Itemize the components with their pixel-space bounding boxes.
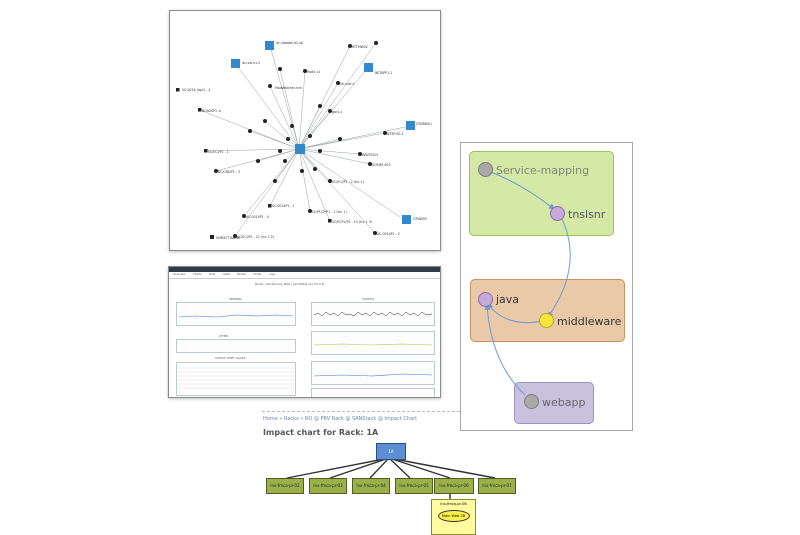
tab-ports[interactable]: Ports — [209, 273, 216, 276]
impact-root-node[interactable]: 1A — [376, 443, 406, 460]
section-label: OTHER — [219, 335, 229, 338]
chart-widget[interactable] — [311, 361, 435, 385]
node-circle[interactable] — [478, 292, 493, 307]
node-label: SC/ECI/P1 - 2 (fcc 1) — [332, 180, 364, 184]
node-label: AC-0014P1 - 2 — [377, 232, 400, 236]
node-label: WINTSS01 — [362, 153, 379, 157]
tab-logs[interactable]: Logs — [269, 273, 275, 276]
tab-charts[interactable]: Charts — [193, 273, 202, 276]
section-label: INTERNAL — [229, 298, 242, 301]
table-widget — [176, 339, 296, 353]
host-nodes — [176, 41, 387, 239]
chart-widget[interactable] — [311, 388, 435, 397]
tab-alerts[interactable]: Alerts — [223, 273, 231, 276]
node-label: SC/ECI/P1 - 1 — [208, 150, 229, 154]
divider — [262, 411, 460, 413]
impact-tree-edges — [286, 457, 496, 499]
impact-sub-box[interactable]: lnx-fmca-pr-06 Main Web 2B — [431, 499, 476, 535]
node-labels: lsn-datatel-d2.zp lsn-vscn-c3 RTTMW02 Ro… — [182, 41, 432, 240]
node-circle[interactable] — [550, 206, 565, 221]
node-label: NTSP-S0-1 — [387, 132, 404, 136]
tab-overview[interactable]: Overview — [173, 273, 186, 276]
node-label: lsn-vscn-c3 — [242, 61, 260, 65]
impact-child-node[interactable]: lnx-fmca-pr-06 — [434, 478, 474, 494]
server-node-icon — [231, 59, 240, 68]
server-node-icon — [364, 63, 373, 72]
node-label: UNMX7T-BAMA — [216, 236, 240, 240]
node-label: BC/CBS/P1 - 3 — [218, 170, 240, 174]
dashboard-top-bar — [169, 267, 440, 272]
service-edges — [484, 170, 571, 396]
impact-child-node[interactable]: lnx-fmca-pr-02 — [266, 478, 304, 494]
server-node-icon — [402, 215, 411, 224]
divider — [169, 278, 440, 279]
node-label-java: java — [496, 293, 520, 306]
node-label: AC-0014P1 - 4 — [246, 215, 269, 219]
node-label-webapp: webapp — [542, 396, 586, 409]
node-label: BCAD4P1 -e — [202, 109, 221, 113]
chart-widget[interactable] — [176, 302, 296, 326]
node-circle[interactable] — [539, 313, 554, 328]
tab-config[interactable]: Config — [253, 273, 262, 276]
impact-sub-item[interactable]: Main Web 2B — [437, 510, 470, 522]
table-widget — [176, 362, 296, 396]
service-group-orange[interactable] — [470, 279, 625, 342]
node-label: RTTMW02 — [352, 45, 368, 49]
server-nodes — [231, 41, 415, 224]
node-label: NETAPP1-1 — [375, 71, 392, 75]
node-circle[interactable] — [524, 394, 539, 409]
page-title: Impact chart for Rack: 1A — [263, 428, 379, 437]
node-label-service-mapping: Service-mapping — [496, 164, 590, 177]
node-label: ModWatcher-rcm — [275, 86, 302, 90]
node-label: SC-0024P1 - 1 — [272, 204, 295, 208]
network-graph[interactable]: lsn-datatel-d2.zp lsn-vscn-c3 RTTMW02 Ro… — [170, 11, 440, 250]
node-label-tnslsnr: tnslsnr — [568, 208, 606, 221]
impact-child-node[interactable]: lnx-fmca-pr-07 — [478, 478, 516, 494]
server-node-icon — [265, 41, 274, 50]
service-group-green[interactable] — [469, 151, 614, 236]
dashboard-panel[interactable]: Overview Charts Ports Alerts Routes Conf… — [168, 266, 441, 398]
node-label: lsn-datatel-d2.zp — [276, 41, 303, 45]
network-topology-panel[interactable]: lsn-datatel-d2.zp lsn-vscn-c3 RTTMW02 Ro… — [169, 10, 441, 251]
network-edges — [199, 42, 411, 237]
service-mapping-panel[interactable]: Service-mapping tnslsnr java middleware … — [460, 142, 633, 431]
node-label: SCRMS-003 — [372, 163, 390, 167]
chart-widget[interactable] — [311, 331, 435, 355]
node-label: Rodic.c1 — [307, 70, 320, 74]
node-label: AC/ECI/P1 - 21 (fcc 1 2) — [237, 235, 274, 239]
node-label: SC-0024-(ap1) - 4 — [182, 88, 210, 92]
impact-child-node[interactable]: lnx-fmca-pr-04 — [352, 478, 390, 494]
chart-widget[interactable] — [311, 302, 435, 326]
server-node-icon — [295, 144, 305, 154]
dashboard-title: Router: main Bemolp_0001 | gw:rt0a0s2-12… — [255, 283, 324, 286]
node-label: Sh-rcdt-c — [340, 82, 355, 86]
node-label: GTNRW01 — [416, 122, 432, 126]
impact-child-node[interactable]: lnx-fmca-pr-03 — [309, 478, 347, 494]
node-label: SC/ECP1/P1 - 13 (fcc 1 3) — [332, 220, 372, 224]
section-label: OUTPUT UPSET VALUES — [215, 357, 246, 360]
node-label: GTNW05 — [413, 217, 427, 221]
node-label-middleware: middleware — [557, 315, 622, 328]
breadcrumb[interactable]: Home » Racks » RO @ PRV Rack @ SANStack … — [263, 416, 418, 422]
tab-routes[interactable]: Routes — [237, 273, 246, 276]
node-label: SC/PLCP/P1 - 1 (fcc 1) — [312, 210, 347, 214]
impact-child-node[interactable]: lnx-fmca-pr-05 — [395, 478, 433, 494]
node-label: gpr1-c — [332, 110, 343, 114]
server-node-icon — [406, 121, 415, 130]
impact-sub-label: lnx-fmca-pr-06 — [440, 502, 467, 506]
section-label: OUTPUTS — [362, 298, 375, 301]
node-circle[interactable] — [478, 162, 493, 177]
